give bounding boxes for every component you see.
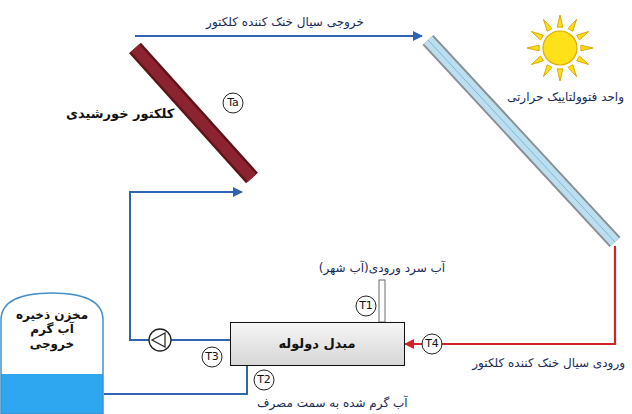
node-label: مخزن ذخیره آب گرم خروجی — [6, 308, 98, 351]
pvt-panel-outline — [420, 30, 628, 246]
node-label: واحد فتوولتاییک حرارتی — [505, 90, 626, 104]
solar-collector: کلکتور خورشیدی — [66, 36, 265, 192]
edge-label: ورودی سیال خنک کننده کلکتور — [469, 356, 628, 370]
sun-disc — [543, 31, 577, 65]
sun-ray — [557, 15, 562, 27]
node-label: T1 — [359, 299, 373, 312]
sun-ray — [581, 45, 593, 50]
pipe-label: آب سرد ورودی(آب شهر) — [316, 261, 448, 275]
sun-symbol — [527, 15, 593, 81]
node-label: T3 — [205, 350, 219, 363]
hot-water-pipe — [104, 366, 247, 394]
collector-inlet-pipe — [130, 192, 242, 340]
heat-exchanger-box: مبدل دولوله — [230, 322, 405, 366]
node-label: T2 — [257, 373, 271, 386]
sensor-circle: T3 — [201, 346, 223, 368]
pump-symbol — [149, 329, 171, 351]
sun-ray — [577, 56, 589, 64]
sun-ray — [568, 19, 576, 31]
edge-label: خروجی سیال خنک کننده کلکتور — [203, 15, 367, 29]
node-label: مبدل دولوله — [278, 336, 355, 352]
node-label: T4 — [425, 337, 439, 350]
cold-water-pipe — [379, 280, 385, 322]
sensor-circle: T2 — [253, 369, 275, 391]
node-label: کلکتور خورشیدی — [66, 106, 174, 122]
sun-ray — [568, 65, 576, 77]
sun-ray — [557, 69, 562, 81]
sun-ray — [577, 32, 589, 40]
sensor-circle: T1 — [355, 295, 377, 317]
collector-outlet-pipe — [135, 35, 422, 37]
edge-label: آب گرم شده به سمت مصرف — [254, 396, 411, 410]
sun-ray — [531, 32, 543, 40]
sun-ray — [544, 65, 552, 77]
node-label: Ta — [227, 96, 239, 109]
sun-ray — [531, 56, 543, 64]
pvt-panel: واحد فتوولتاییک حرارتی — [420, 30, 628, 246]
sensor-circle: T4 — [421, 333, 443, 355]
storage-tank: مخزن ذخیره آب گرم خروجی — [0, 292, 104, 414]
sensor-circle: Ta — [222, 92, 244, 114]
sun-ray — [544, 19, 552, 31]
sun-ray — [527, 45, 539, 50]
